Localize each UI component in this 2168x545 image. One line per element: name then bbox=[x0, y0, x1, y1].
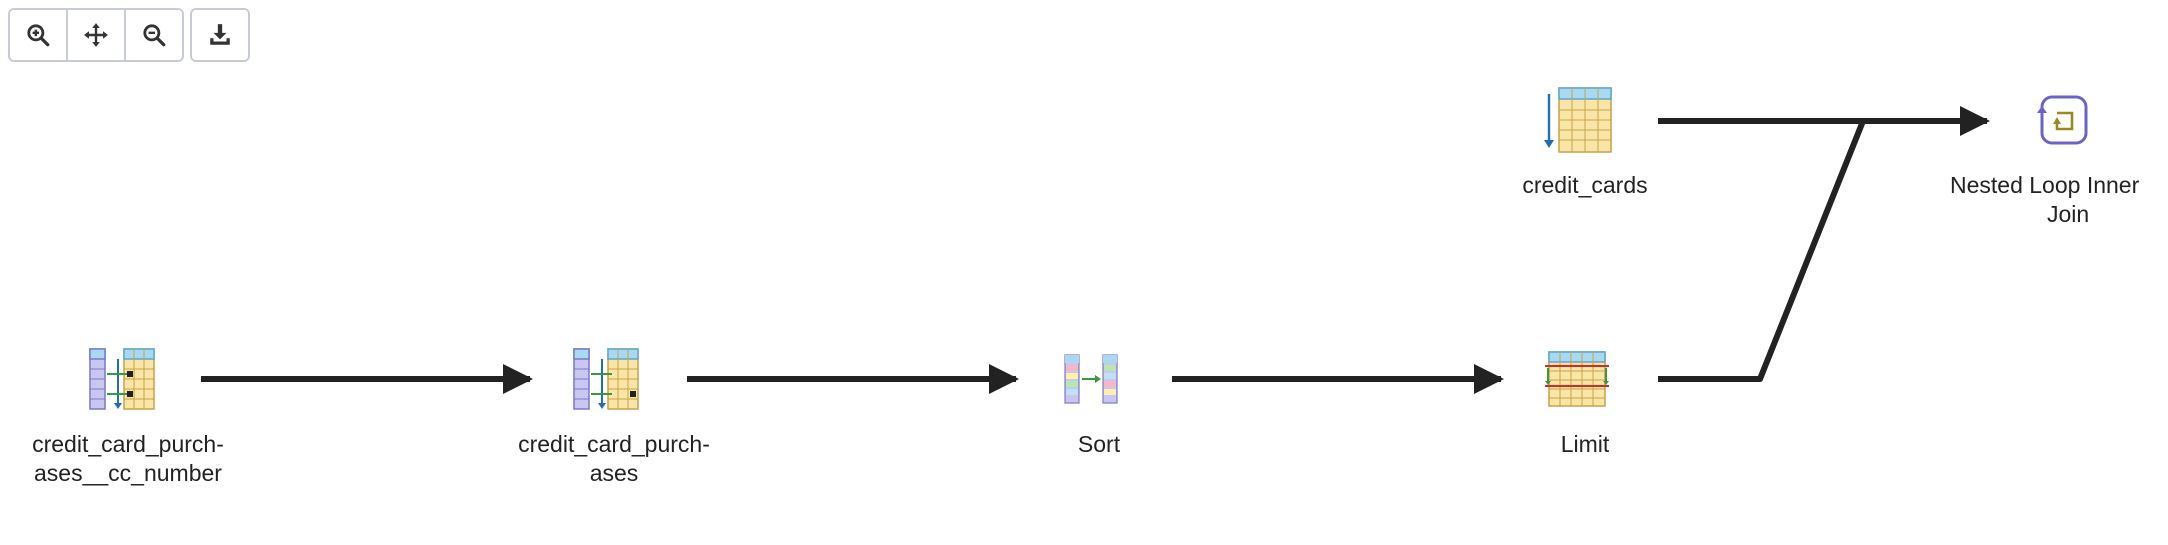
node-ccp-index-icon[interactable] bbox=[89, 348, 155, 410]
node-limit-icon[interactable] bbox=[1545, 351, 1609, 407]
graph-toolbar bbox=[8, 8, 250, 62]
node-label-nested-loop[interactable]: Nested Loop Inner Join bbox=[1950, 171, 2168, 229]
move-icon bbox=[84, 23, 108, 47]
zoom-in-icon bbox=[27, 24, 50, 47]
node-label-sort[interactable]: Sort bbox=[1077, 431, 1121, 457]
pan-button[interactable] bbox=[68, 10, 126, 60]
node-ccp-icon[interactable] bbox=[573, 348, 639, 410]
zoom-in-button[interactable] bbox=[10, 10, 68, 60]
zoom-pan-group bbox=[8, 8, 184, 62]
download-group bbox=[190, 8, 250, 62]
node-label-ccp-index-line2: ases__cc_number bbox=[34, 460, 222, 486]
node-label-nested-loop-line1: Nested Loop Inner bbox=[1950, 172, 2140, 198]
zoom-out-button[interactable] bbox=[126, 10, 182, 60]
node-label-ccp-line1: credit_card_purch- bbox=[518, 431, 710, 457]
node-nested-loop-icon[interactable] bbox=[2037, 95, 2088, 145]
zoom-out-icon bbox=[143, 24, 166, 47]
node-sort-icon[interactable] bbox=[1064, 354, 1118, 404]
edge-limit-to-nested-loop bbox=[1658, 119, 1866, 382]
download-icon bbox=[210, 24, 230, 45]
node-label-ccp-index-line1: credit_card_purch- bbox=[32, 431, 224, 457]
node-label-ccp-line2: ases bbox=[589, 460, 639, 486]
node-label-ccp[interactable]: credit_card_purch- ases bbox=[494, 430, 734, 488]
node-label-limit[interactable]: Limit bbox=[1560, 431, 1610, 457]
node-label-nested-loop-line2: Join bbox=[2047, 201, 2090, 227]
node-label-credit-cards[interactable]: credit_cards bbox=[1522, 172, 1648, 198]
node-credit-cards-icon[interactable] bbox=[1544, 87, 1612, 153]
download-button[interactable] bbox=[192, 10, 248, 60]
node-label-ccp-index[interactable]: credit_card_purch- ases__cc_number bbox=[8, 430, 248, 488]
